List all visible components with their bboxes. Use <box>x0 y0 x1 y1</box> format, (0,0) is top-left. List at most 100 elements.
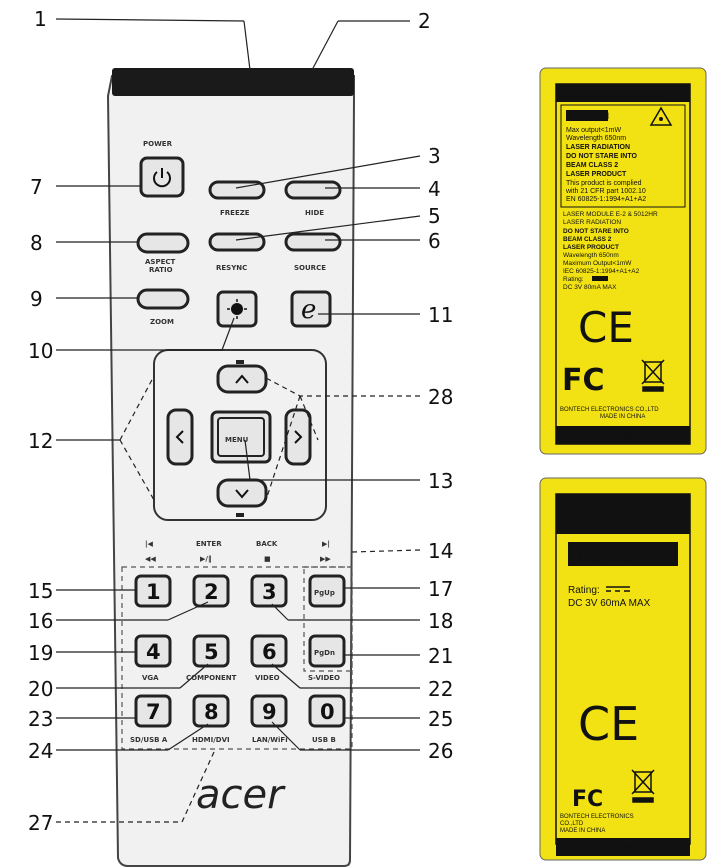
label1-module-line-5: Wavelength 650nm <box>563 252 619 259</box>
label1-caution-line-4: BEAM CLASS 2 <box>566 162 618 169</box>
label2-rating-value: DC 3V 60mA MAX <box>568 598 651 609</box>
play-pause-icon: ▶/‖ <box>200 555 211 564</box>
callout-16: 16 <box>28 609 53 633</box>
rewind-icon: ◀◀ <box>145 555 156 563</box>
pgdn-button[interactable]: PgDn <box>308 634 346 668</box>
callout-26: 26 <box>428 739 453 763</box>
label1-module-line-9: DC 3V 80mA MAX <box>563 284 617 291</box>
dpad-up-button[interactable] <box>216 364 268 394</box>
callout-27: 27 <box>28 811 53 835</box>
hide-label: HIDE <box>305 209 324 217</box>
callout-12: 12 <box>28 429 53 453</box>
menu-label: MENU <box>225 436 249 444</box>
callout-14: 14 <box>428 539 453 563</box>
label2-rating: Rating: <box>568 585 600 596</box>
key-8[interactable]: 8 <box>192 694 230 728</box>
key-7-label: 7 <box>146 700 161 724</box>
stop-icon: ■ <box>264 555 271 563</box>
dpad-right-button[interactable] <box>284 408 312 466</box>
callout-9: 9 <box>30 287 43 311</box>
sun-icon <box>227 299 247 319</box>
usbb-label: USB B <box>312 736 336 744</box>
callout-13: 13 <box>428 469 453 493</box>
label1-module-line-2: DO NOT STARE INTO <box>563 228 629 235</box>
key-3-label: 3 <box>262 580 277 604</box>
callout-21: 21 <box>428 644 453 668</box>
label2-weee-bin-icon <box>631 769 655 803</box>
hide-button[interactable] <box>284 180 342 200</box>
key-6[interactable]: 6 <box>250 634 288 668</box>
dpad-left-button[interactable] <box>166 408 194 466</box>
callout-dashed-lines <box>56 375 421 823</box>
callout-28: 28 <box>428 385 453 409</box>
label1-caution-line-1: Wavelength 650nm <box>566 135 626 142</box>
power-label: POWER <box>143 140 173 148</box>
key-4[interactable]: 4 <box>134 634 172 668</box>
label1-fc-mark: FC <box>562 363 605 398</box>
label1-weee-bin-icon <box>641 359 665 392</box>
source-button[interactable] <box>284 232 342 252</box>
callout-1: 1 <box>34 7 47 31</box>
callout-3: 3 <box>428 144 441 168</box>
callout-4: 4 <box>428 177 441 201</box>
e-key-button[interactable] <box>290 290 332 328</box>
zoom-button[interactable] <box>136 288 190 310</box>
label1-code: VZ.K1500.001 <box>583 431 653 443</box>
label1-caution-line-3: DO NOT STARE INTO <box>566 153 637 160</box>
hdmi-label: HDMI/DVI <box>192 736 230 744</box>
power-icon <box>153 168 171 188</box>
key-9-label: 9 <box>262 700 277 724</box>
label2-fc-mark: FC <box>572 787 603 812</box>
callout-5: 5 <box>428 204 441 228</box>
source-label: SOURCE <box>294 264 326 272</box>
callout-17: 17 <box>428 577 453 601</box>
key-0[interactable]: 0 <box>308 694 346 728</box>
label1-module-line-1: LASER RADIATION <box>563 219 621 226</box>
aspect-ratio-button[interactable] <box>136 232 190 254</box>
key-6-label: 6 <box>262 640 277 664</box>
pgup-label: PgUp <box>314 589 335 597</box>
key-2[interactable]: 2 <box>192 574 230 608</box>
label1-caution-line-6: This product is complied <box>566 180 642 187</box>
label1-module-line-8: Rating: <box>563 276 584 283</box>
fast-forward-icon: ▶▶ <box>320 555 331 563</box>
callout-lines <box>55 18 421 751</box>
numeric-keypad-group <box>121 566 353 750</box>
resync-button[interactable] <box>208 232 266 252</box>
key-5[interactable]: 5 <box>192 634 230 668</box>
key-3[interactable]: 3 <box>250 574 288 608</box>
callout-24: 24 <box>28 739 53 763</box>
dpad-down-button[interactable] <box>216 478 268 508</box>
key-2-label: 2 <box>204 580 219 604</box>
pgup-button[interactable]: PgUp <box>308 574 346 608</box>
menu-button[interactable] <box>210 410 272 464</box>
lanwifi-label: LAN/WiFi <box>252 736 288 744</box>
chevron-right-icon <box>294 430 303 444</box>
key-9[interactable]: 9 <box>250 694 288 728</box>
label1-maker: BONTECH ELECTRONICS CO.,LTD <box>560 407 659 413</box>
dc-symbol-icon <box>606 586 630 592</box>
callout-18: 18 <box>428 609 453 633</box>
label1-caution-line-8: EN 60825-1:1994+A1+A2 <box>566 196 646 203</box>
label2-maker-line-1: CO.,LTD <box>560 821 584 827</box>
enter-label: ENTER <box>196 540 222 548</box>
dpad-frame <box>153 349 327 521</box>
label1-model: Model NO : A-26110 <box>561 89 660 101</box>
ratio-label: RATIO <box>149 266 173 274</box>
freeze-label: FREEZE <box>220 209 250 217</box>
next-track-icon: ▶| <box>322 540 330 549</box>
resync-label: RESYNC <box>216 264 247 272</box>
vga-label: VGA <box>142 674 159 682</box>
key-1[interactable]: 1 <box>134 574 172 608</box>
callout-20: 20 <box>28 677 53 701</box>
label1-module-line-0: LASER MODULE E-2 & 5012HR <box>563 211 658 218</box>
key-4-label: 4 <box>146 640 161 664</box>
video-label: VIDEO <box>255 674 280 682</box>
svideo-label: S-VIDEO <box>308 674 340 682</box>
chevron-up-icon <box>235 374 249 384</box>
callout-19: 19 <box>28 641 53 665</box>
label1-caution-line-5: LASER PRODUCT <box>566 171 627 178</box>
label1-made-in: MADE IN CHINA <box>600 414 645 420</box>
key-7[interactable]: 7 <box>134 694 172 728</box>
callout-8: 8 <box>30 231 43 255</box>
